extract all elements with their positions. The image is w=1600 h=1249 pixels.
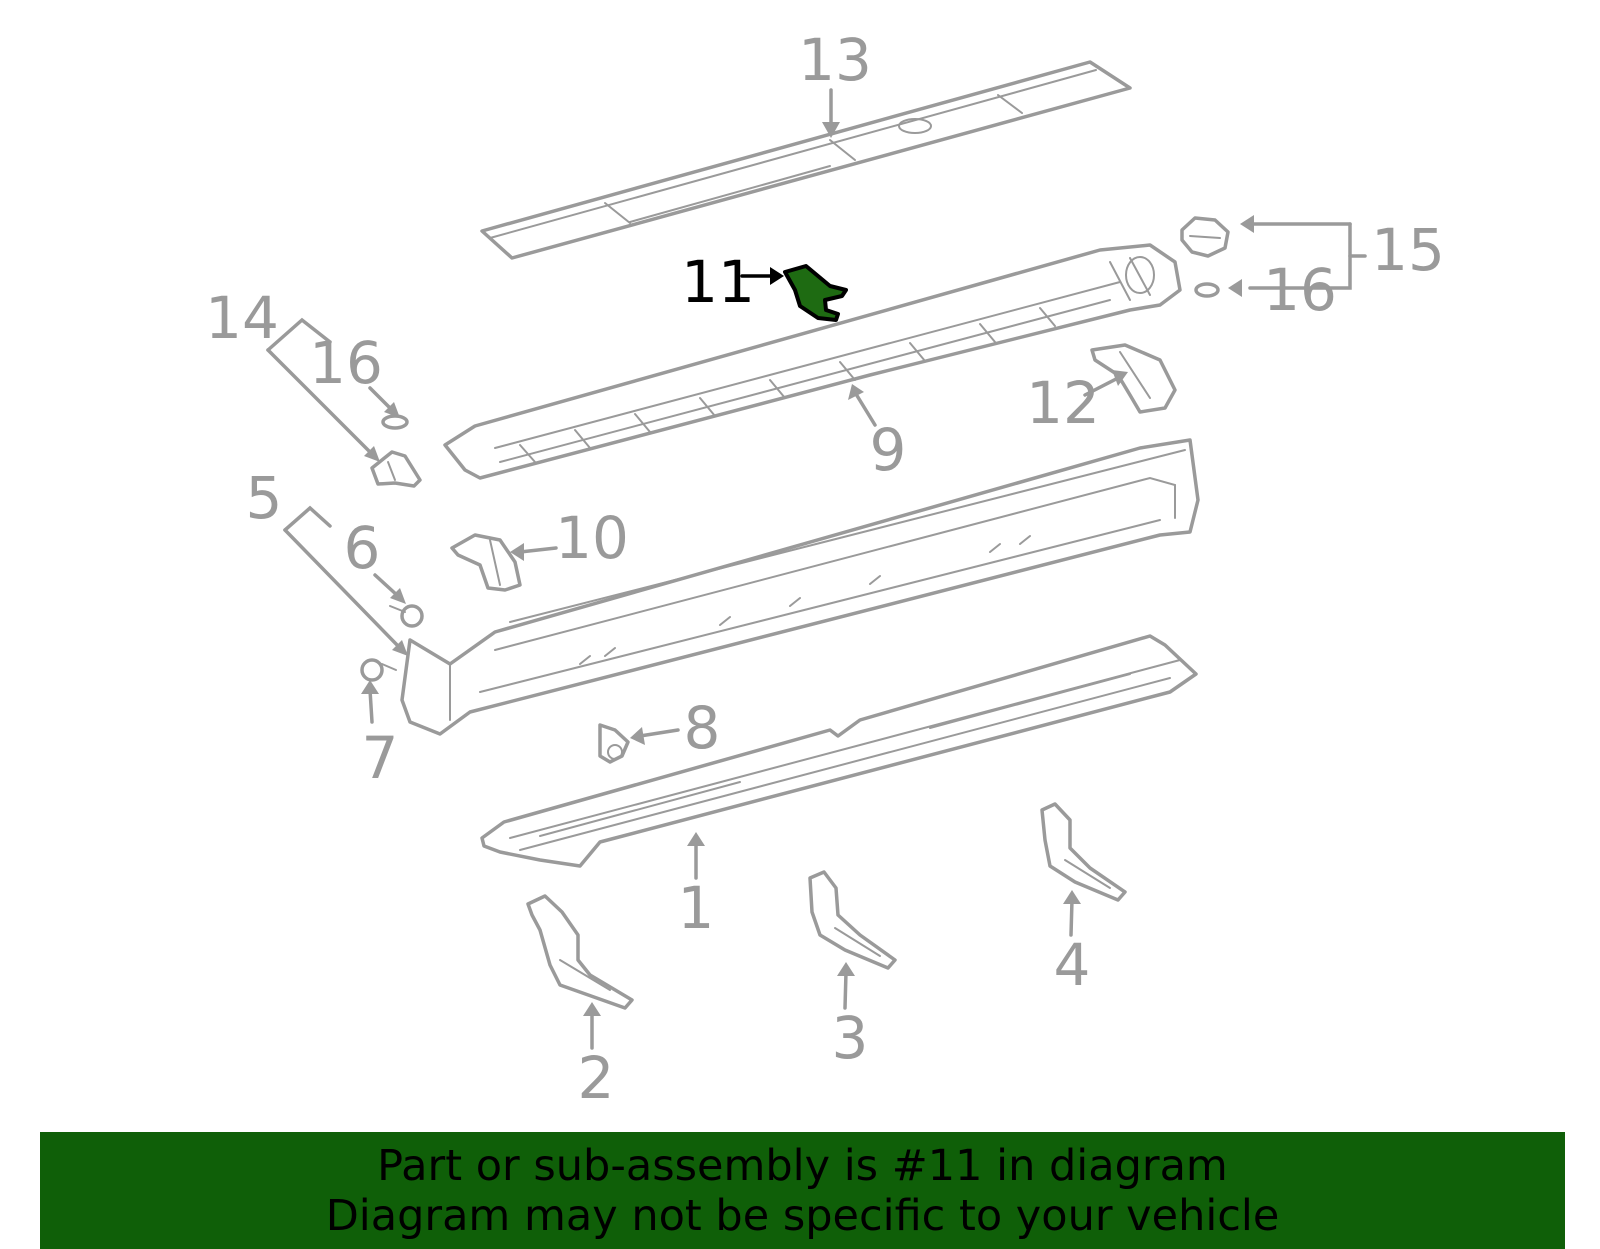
part-15-clip[interactable] [1180,216,1230,258]
part-6-clip[interactable] [389,604,424,628]
callout-4: 4 [1054,931,1091,999]
part-5-rocker-moulding[interactable] [400,438,1200,736]
info-banner: Part or sub-assembly is #11 in diagram D… [40,1132,1565,1249]
callout-2: 2 [578,1044,615,1112]
part-13-scuff-plate[interactable] [480,60,1132,260]
part-2-support-bracket[interactable] [526,894,634,1010]
part-8-clip[interactable] [598,723,630,764]
part-14-clip[interactable] [370,450,422,488]
part-16-left-plug[interactable] [381,414,409,430]
parts-diagram: 13 11 15 16 14 16 12 9 5 10 6 8 7 1 4 3 … [205,26,1445,1112]
callout-16-left: 16 [309,329,383,397]
part-12-rear-bracket[interactable] [1090,343,1177,414]
part-4-support-bracket[interactable] [1040,802,1127,902]
part-9-step-rail[interactable] [443,243,1182,480]
callout-labels: 13 11 15 16 14 16 12 9 5 10 6 8 7 1 4 3 … [205,26,1445,1112]
callout-11: 11 [681,248,755,316]
callout-10: 10 [555,504,629,572]
banner-line-disclaimer: Diagram may not be specific to your vehi… [325,1190,1280,1241]
callout-5: 5 [246,464,283,532]
callout-8: 8 [684,694,721,762]
callout-15: 15 [1371,216,1445,284]
banner-line-part: Part or sub-assembly is #11 in diagram [377,1140,1228,1191]
callout-7: 7 [362,724,399,792]
callout-1: 1 [678,874,715,942]
part-16-right-plug[interactable] [1194,282,1220,298]
part-11-bracket[interactable] [783,264,848,322]
callout-12: 12 [1026,369,1100,437]
callout-leaders [266,88,1367,1050]
part-10-front-bracket[interactable] [450,533,522,592]
callout-6: 6 [344,514,381,582]
part-7-clip[interactable] [360,658,397,682]
part-1-running-board[interactable] [480,634,1198,868]
part-3-support-bracket[interactable] [808,870,897,970]
callout-14: 14 [205,284,279,352]
callout-9: 9 [870,416,907,484]
callout-3: 3 [832,1004,869,1072]
callout-13: 13 [798,26,872,94]
callout-16-right: 16 [1263,256,1337,324]
